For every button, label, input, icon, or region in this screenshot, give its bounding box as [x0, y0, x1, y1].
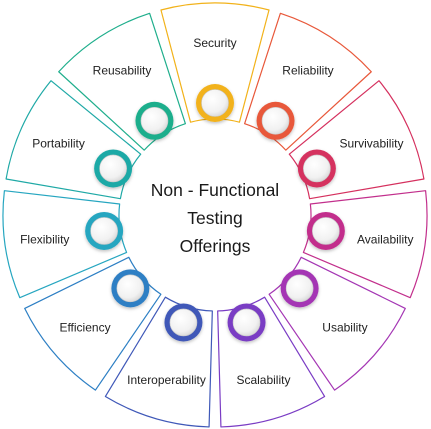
segment-label-usability: Usability — [322, 321, 367, 335]
segment-label-availability: Availability — [357, 232, 413, 246]
center-title-line-1: Non - Functional — [151, 180, 279, 200]
segment-efficiency: Efficiency — [24, 256, 162, 391]
center-title: Non - Functional Testing Offerings — [151, 180, 279, 256]
segment-label-reliability: Reliability — [282, 63, 333, 77]
segment-label-efficiency: Efficiency — [59, 321, 110, 335]
knob-center-survivability — [303, 154, 331, 183]
segment-portability: Portability — [5, 80, 142, 200]
segment-survivability: Survivability — [288, 80, 425, 200]
knob-center-usability — [285, 274, 314, 303]
segment-usability: Usability — [268, 256, 406, 391]
segment-reliability: Reliability — [244, 12, 372, 151]
segment-label-flexibility: Flexibility — [20, 232, 69, 246]
knob-center-flexibility — [90, 217, 118, 245]
segment-label-scalability: Scalability — [236, 373, 290, 387]
center-title-line-2: Testing — [187, 208, 242, 228]
segment-scalability: Scalability — [217, 296, 326, 428]
segment-outline-security — [160, 2, 270, 123]
knob-center-interoperability — [169, 308, 198, 337]
segment-availability: Availability — [302, 190, 428, 299]
center-title-line-3: Offerings — [180, 236, 251, 256]
segment-interoperability: Interoperability — [104, 296, 213, 428]
knob-center-efficiency — [116, 274, 145, 303]
segment-label-interoperability: Interoperability — [127, 373, 206, 387]
segment-label-reusability: Reusability — [93, 63, 152, 77]
segment-label-survivability: Survivability — [339, 137, 403, 151]
knob-center-reusability — [140, 106, 169, 135]
knob-center-security — [201, 89, 229, 117]
knob-center-reliability — [261, 106, 290, 135]
knob-center-availability — [312, 217, 340, 245]
segment-label-portability: Portability — [32, 137, 85, 151]
segment-label-security: Security — [193, 36, 236, 50]
knob-center-portability — [99, 154, 127, 183]
knob-center-scalability — [232, 308, 261, 337]
segment-security: Security — [160, 2, 270, 123]
segment-reusability: Reusability — [58, 12, 186, 151]
segment-flexibility: Flexibility — [2, 190, 128, 299]
